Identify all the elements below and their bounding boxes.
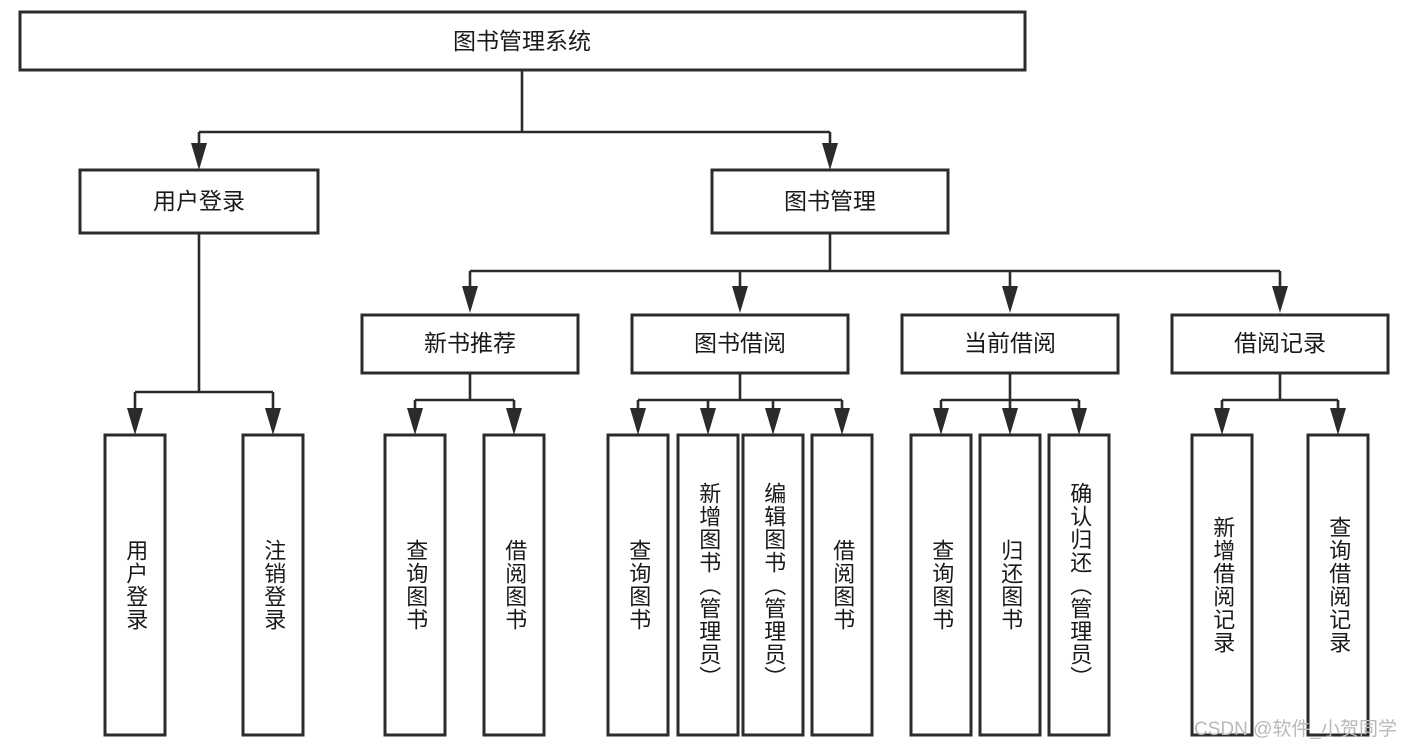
node-root-box [18, 10, 1027, 72]
leaf-box-current-borrow-0[interactable] [909, 433, 973, 737]
leaf-boxes-new-book-recommend [383, 433, 546, 737]
arrow-head-userlogin-leaf-0 [127, 408, 143, 435]
arrow-head-record-leaf-1 [1330, 408, 1346, 435]
arrow-head-userlogin-leaf-1 [265, 408, 281, 435]
node-user-login-label: 用户登录 [153, 188, 245, 214]
leaf-box-book-borrow-2[interactable] [741, 433, 805, 737]
arrow-head-newbook-leaf-0 [407, 408, 423, 435]
arrow-head-current [1002, 286, 1018, 313]
node-current-borrow[interactable]: 当前借阅 [900, 313, 1120, 375]
node-root[interactable]: 图书管理系统 [18, 10, 1027, 72]
leaf-box-current-borrow-1[interactable] [978, 433, 1042, 737]
connector-group-borrow [630, 373, 850, 435]
leaf-boxes-user-login [103, 433, 305, 737]
node-book-borrow-label: 图书借阅 [694, 330, 786, 356]
connector-group-newbook [407, 373, 522, 435]
connector-group-current [933, 373, 1087, 435]
leaf-box-new-book-0[interactable] [383, 433, 447, 737]
arrow-head-newbook-leaf-1 [506, 408, 522, 435]
node-book-management-label: 图书管理 [784, 188, 876, 214]
node-current-borrow-label: 当前借阅 [964, 330, 1056, 356]
connector-group-root [191, 70, 838, 170]
leaf-boxes-current-borrow [909, 433, 1111, 737]
node-book-management-box [710, 168, 950, 235]
leaf-box-user-login-1[interactable] [241, 433, 305, 737]
arrow-head-current-leaf-2 [1071, 408, 1087, 435]
leaf-boxes-book-borrow [606, 433, 874, 737]
leaf-box-borrow-record-1[interactable] [1306, 433, 1370, 737]
arrow-head-current-leaf-1 [1002, 408, 1018, 435]
node-current-borrow-box [900, 313, 1120, 375]
csdn-watermark: CSDN @软件_小贺同学 [1194, 719, 1397, 740]
leaf-box-user-login-0[interactable] [103, 433, 167, 737]
node-root-label: 图书管理系统 [453, 28, 591, 54]
node-borrow-record-box [1170, 313, 1390, 375]
node-user-login[interactable]: 用户登录 [78, 168, 320, 235]
arrow-head-borrow-leaf-3 [834, 408, 850, 435]
node-borrow-record-label: 借阅记录 [1234, 330, 1326, 356]
leaf-box-new-book-1[interactable] [482, 433, 546, 737]
node-book-borrow[interactable]: 图书借阅 [630, 313, 850, 375]
node-new-book-recommend[interactable]: 新书推荐 [360, 313, 580, 375]
connector-group-userlogin [127, 233, 281, 435]
arrow-head-userlogin [191, 143, 207, 170]
arrow-head-borrow [732, 286, 748, 313]
connector-group-record [1214, 373, 1346, 435]
arrow-head-borrow-leaf-2 [765, 408, 781, 435]
node-book-borrow-box [630, 313, 850, 375]
node-book-management[interactable]: 图书管理 [710, 168, 950, 235]
node-new-book-recommend-label: 新书推荐 [424, 330, 516, 356]
arrow-head-borrow-leaf-0 [630, 408, 646, 435]
arrow-head-bookmgmt [822, 143, 838, 170]
arrow-head-record-leaf-0 [1214, 408, 1230, 435]
connector-group-bookmgmt [462, 233, 1288, 313]
arrow-head-borrow-leaf-1 [700, 408, 716, 435]
arrow-head-current-leaf-0 [933, 408, 949, 435]
arrow-head-record [1272, 286, 1288, 313]
leaf-boxes-borrow-record [1190, 433, 1370, 737]
leaf-box-book-borrow-1[interactable] [676, 433, 740, 737]
node-borrow-record[interactable]: 借阅记录 [1170, 313, 1390, 375]
node-new-book-recommend-box [360, 313, 580, 375]
arrow-head-newbook [462, 286, 478, 313]
leaf-box-current-borrow-2[interactable] [1047, 433, 1111, 737]
node-user-login-box [78, 168, 320, 235]
leaf-box-borrow-record-0[interactable] [1190, 433, 1254, 737]
leaf-box-book-borrow-3[interactable] [810, 433, 874, 737]
leaf-box-book-borrow-0[interactable] [606, 433, 670, 737]
